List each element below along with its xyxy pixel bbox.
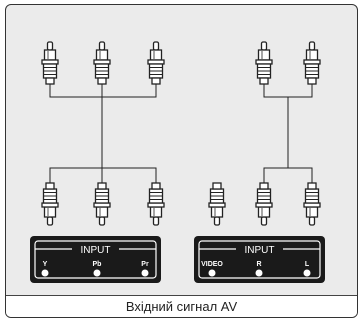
wire-left-bottom-bundle (49, 167, 157, 183)
rca-plug-bottom-left-1 (41, 182, 59, 226)
rca-plug-top-left-3 (147, 41, 165, 85)
rca-plug-bottom-left-2 (93, 182, 111, 226)
wire-right-top-bundle (263, 84, 313, 98)
rca-plugs (41, 41, 321, 226)
diagram-frame: INPUT Y Pb Pr INPUT VIDEO R L Вхідний си… (5, 4, 358, 318)
jack-label-y: Y (43, 261, 48, 268)
cable-wires (49, 84, 313, 183)
wire-right-bottom-bundle (263, 167, 313, 183)
jack-socket-r (255, 269, 263, 277)
input-panel-av: INPUT VIDEO R L (194, 236, 325, 283)
jack-socket-pb (93, 269, 101, 277)
rca-plug-bottom-left-3 (147, 182, 165, 226)
av-connection-diagram: INPUT Y Pb Pr INPUT VIDEO R L (30, 41, 325, 283)
input-panel-title: INPUT (81, 245, 111, 256)
caption-bar: Вхідний сигнал AV (6, 295, 357, 317)
jack-socket-video (208, 269, 216, 277)
jack-label-video: VIDEO (201, 261, 223, 268)
jack-socket-l (303, 269, 311, 277)
diagram-caption: Вхідний сигнал AV (125, 299, 238, 314)
jack-socket-y (41, 269, 49, 277)
rca-plug-top-left-1 (41, 41, 59, 85)
jack-label-pr: Pr (141, 261, 149, 268)
rca-plug-bottom-right-1 (208, 182, 226, 226)
rca-plug-bottom-right-2 (255, 182, 273, 226)
input-panel-component: INPUT Y Pb Pr (30, 236, 161, 283)
wire-left-top-bundle (49, 84, 157, 98)
jack-socket-pr (141, 269, 149, 277)
jack-label-l: L (305, 261, 310, 268)
rca-plug-top-right-1 (255, 41, 273, 85)
rca-plug-top-left-2 (93, 41, 111, 85)
rca-plug-top-right-2 (303, 41, 321, 85)
jack-label-pb: Pb (93, 261, 102, 268)
input-panel-title: INPUT (245, 245, 275, 256)
jack-label-r: R (256, 261, 261, 268)
rca-plug-bottom-right-3 (303, 182, 321, 226)
